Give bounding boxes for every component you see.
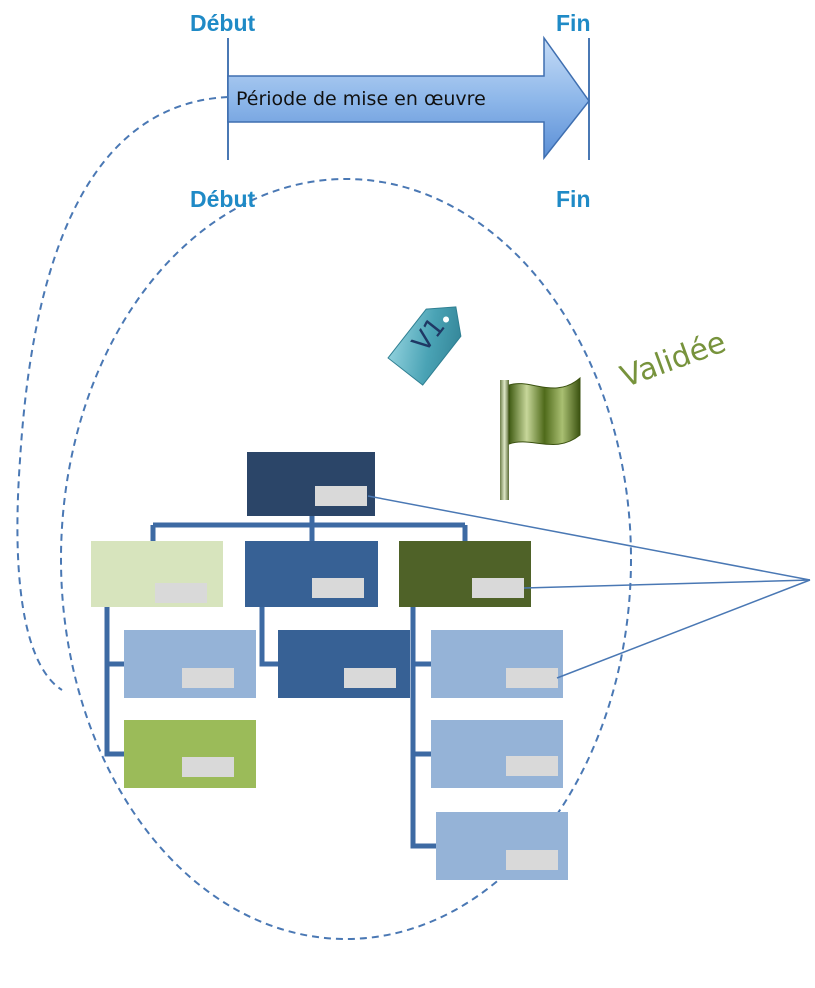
org-chart-connectors [104, 516, 468, 849]
placeholder-left-child-2 [182, 757, 234, 777]
placeholder-left-child-1 [182, 668, 234, 688]
placeholder-left [155, 583, 207, 603]
dashed-loop-connector [16, 96, 229, 691]
placeholder-fields [155, 486, 558, 870]
timeline-bottom-start-label: Début [190, 186, 256, 212]
timeline-top-end-label: Fin [556, 10, 591, 36]
timeline-bottom-end-label: Fin [556, 186, 591, 212]
placeholder-right-child-2 [506, 756, 558, 776]
placeholder-root [315, 486, 367, 506]
org-chart [91, 452, 568, 880]
placeholder-right [472, 578, 524, 598]
version-tag-icon [387, 306, 462, 386]
placeholder-right-child-1 [506, 668, 558, 688]
period-arrow-label: Période de mise en œuvre [236, 88, 486, 110]
placeholder-center [312, 578, 364, 598]
org-box-left-child-2[interactable] [124, 720, 256, 788]
dashed-scope-ellipse [60, 178, 632, 940]
timeline-top-start-label: Début [190, 10, 256, 36]
placeholder-right-child-3 [506, 850, 558, 870]
period-arrow [227, 35, 590, 161]
org-box-right-child-2[interactable] [431, 720, 563, 788]
converging-lines [367, 495, 811, 679]
validated-flag-icon [500, 376, 581, 500]
org-box-root[interactable] [247, 452, 375, 516]
placeholder-center-child-1 [344, 668, 396, 688]
